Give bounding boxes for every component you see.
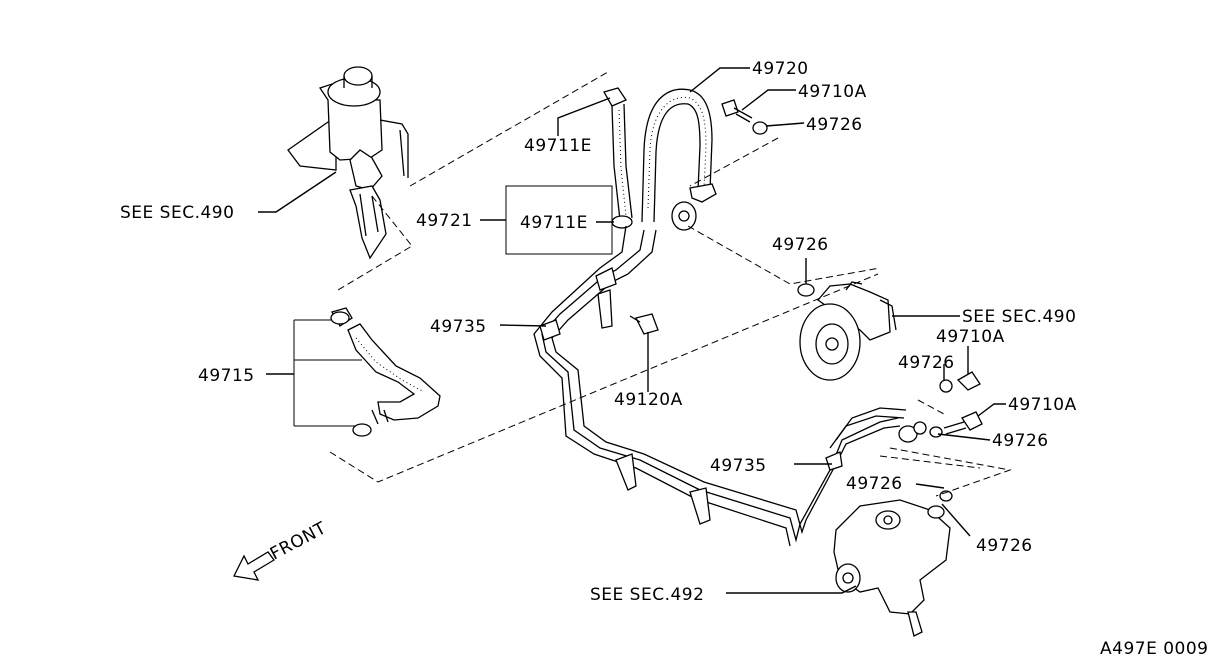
front-label: FRONT	[267, 518, 330, 564]
dashed-reference-lines	[329, 71, 1012, 497]
label-49711e-upper: 49711E	[524, 136, 592, 156]
pressure-hose	[641, 88, 717, 231]
label-49726-top: 49726	[806, 115, 863, 135]
part-labels: 49720 49710A 49726 49711E SEE SEC.490 49…	[120, 59, 1209, 659]
label-49726-gear-lower: 49726	[976, 536, 1033, 556]
label-49715: 49715	[198, 366, 255, 386]
label-49726-pump: 49726	[772, 235, 829, 255]
label-see-sec490-left: SEE SEC.490	[120, 203, 234, 223]
label-49711e-lower: 49711E	[520, 213, 588, 233]
label-49710a-mid: 49710A	[936, 327, 1005, 347]
front-indicator: FRONT	[233, 518, 330, 581]
label-49721: 49721	[416, 211, 473, 231]
figure-code: A497E 0009	[1100, 639, 1209, 659]
label-49726-gear: 49726	[846, 474, 903, 494]
label-49710a-right: 49710A	[1008, 395, 1077, 415]
label-49120a: 49120A	[614, 390, 683, 410]
arrow-left-down-icon	[233, 551, 275, 581]
label-see-sec490-right: SEE SEC.490	[962, 307, 1076, 327]
label-see-sec492: SEE SEC.492	[590, 585, 704, 605]
suction-hose	[330, 307, 441, 437]
power-steering-pump	[797, 281, 897, 381]
label-49735-right: 49735	[710, 456, 767, 476]
label-49735-left: 49735	[430, 317, 487, 337]
leader-lines	[258, 67, 1006, 594]
steering-gear-box	[833, 490, 953, 637]
return-hose	[603, 87, 633, 229]
label-49726-right: 49726	[992, 431, 1049, 451]
hard-steel-lines	[533, 225, 907, 547]
label-49726-mid: 49726	[898, 353, 955, 373]
reservoir-tank	[287, 66, 409, 260]
label-49710a-top: 49710A	[798, 82, 867, 102]
label-49720: 49720	[752, 59, 809, 79]
